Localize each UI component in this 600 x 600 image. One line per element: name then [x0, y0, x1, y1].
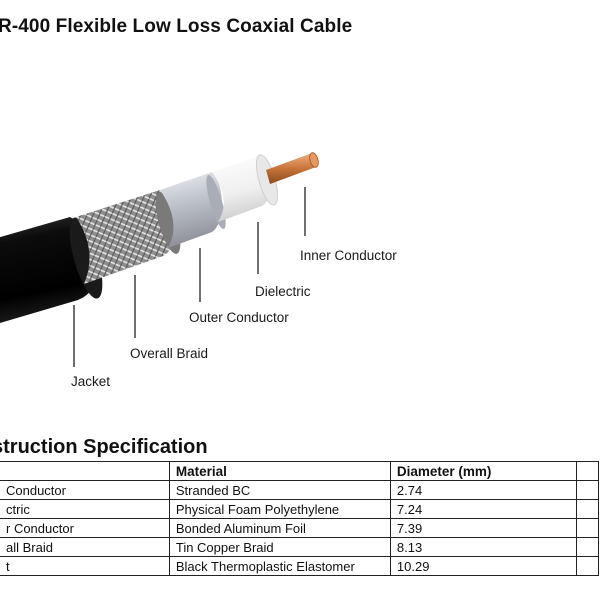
spec-heading: struction Specification — [0, 436, 208, 458]
cell-material: Bonded Aluminum Foil — [168, 518, 391, 538]
cell-extra — [576, 499, 599, 519]
cell-component: ctric — [0, 499, 170, 519]
spec-header-row: Material Diameter (mm) — [0, 461, 599, 481]
spec-table: Material Diameter (mm) Conductor Strande… — [0, 461, 599, 576]
cell-material: Physical Foam Polyethylene — [168, 499, 391, 519]
table-row: all Braid Tin Copper Braid 8.13 — [0, 537, 599, 557]
cell-extra — [576, 537, 599, 557]
table-row: r Conductor Bonded Aluminum Foil 7.39 — [0, 518, 599, 538]
cell-extra — [576, 518, 599, 538]
cable-cutaway-illustration — [0, 152, 319, 367]
page-title: R-400 Flexible Low Loss Coaxial Cable — [0, 16, 353, 37]
col-header-material: Material — [168, 461, 391, 481]
label-jacket: Jacket — [71, 374, 111, 389]
cell-component: t — [0, 556, 170, 576]
cell-diameter: 7.24 — [389, 499, 578, 519]
col-header-component — [0, 461, 170, 481]
label-inner-conductor: Inner Conductor — [300, 248, 397, 263]
cell-component: Conductor — [0, 480, 170, 500]
cell-diameter: 8.13 — [389, 537, 578, 557]
label-dielectric: Dielectric — [255, 284, 311, 299]
cell-extra — [576, 480, 599, 500]
cell-material: Stranded BC — [168, 480, 391, 500]
cell-material: Black Thermoplastic Elastomer — [168, 556, 391, 576]
label-outer-conductor: Outer Conductor — [189, 310, 289, 325]
foil-segment — [160, 172, 226, 248]
copper-center-conductor — [266, 152, 319, 184]
cell-material: Tin Copper Braid — [168, 537, 391, 557]
cell-component: all Braid — [0, 537, 170, 557]
label-overall-braid: Overall Braid — [130, 346, 209, 361]
cell-diameter: 10.29 — [389, 556, 578, 576]
col-header-extra — [576, 461, 599, 481]
cell-component: r Conductor — [0, 518, 170, 538]
col-header-diameter: Diameter (mm) — [389, 461, 578, 481]
leader-lines — [73, 187, 306, 367]
cell-diameter: 2.74 — [389, 480, 578, 500]
table-row: ctric Physical Foam Polyethylene 7.24 — [0, 499, 599, 519]
cell-diameter: 7.39 — [389, 518, 578, 538]
cell-extra — [576, 556, 599, 576]
table-row: Conductor Stranded BC 2.74 — [0, 480, 599, 500]
table-row: t Black Thermoplastic Elastomer 10.29 — [0, 556, 599, 576]
